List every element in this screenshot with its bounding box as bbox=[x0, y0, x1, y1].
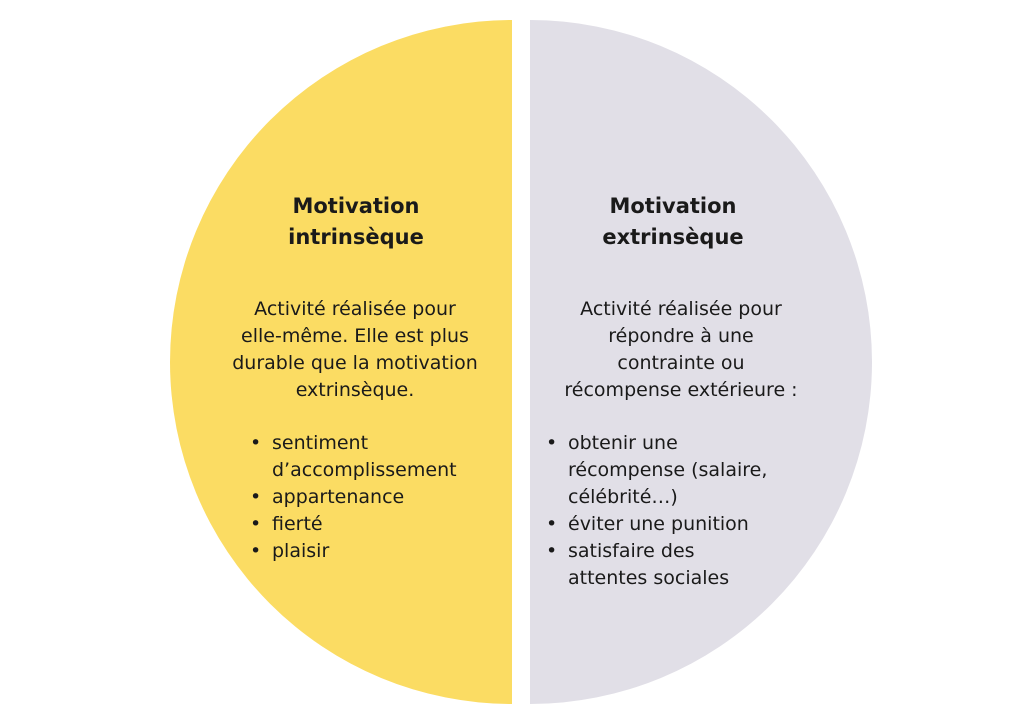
extrinsic-desc-line: Activité réalisée pour bbox=[580, 298, 782, 320]
extrinsic-desc-line: répondre à une bbox=[608, 325, 754, 347]
bullet-dot-icon: • bbox=[250, 486, 262, 508]
extrinsic-desc-line: récompense extérieure : bbox=[564, 379, 798, 401]
intrinsic-bullet-item: • sentiment d’accomplissement bbox=[248, 430, 510, 484]
extrinsic-bullet-line: récompense (salaire, bbox=[568, 459, 768, 481]
intrinsic-bullet-line: appartenance bbox=[272, 486, 405, 508]
bullet-dot-icon: • bbox=[250, 513, 262, 535]
extrinsic-bullet-line: satisfaire des bbox=[568, 540, 695, 562]
intrinsic-title-line-2: intrinsèque bbox=[288, 225, 424, 249]
extrinsic-title-line-1: Motivation bbox=[609, 194, 737, 218]
extrinsic-bullet-line: célébrité…) bbox=[568, 486, 678, 508]
extrinsic-bullet-line: attentes sociales bbox=[568, 567, 730, 589]
intrinsic-desc-line: durable que la motivation bbox=[232, 352, 478, 374]
extrinsic-bullet-item: • satisfaire des attentes sociales bbox=[544, 538, 824, 592]
intrinsic-bullet-line: sentiment bbox=[272, 432, 369, 454]
intrinsic-desc-line: Activité réalisée pour bbox=[254, 298, 456, 320]
intrinsic-bullet-item: • plaisir bbox=[248, 538, 510, 565]
intrinsic-description: Activité réalisée pour elle-même. Elle e… bbox=[200, 296, 510, 404]
extrinsic-description: Activité réalisée pour répondre à une co… bbox=[536, 296, 826, 404]
bullet-dot-icon: • bbox=[250, 540, 262, 562]
extrinsic-title: Motivation extrinsèque bbox=[563, 191, 783, 253]
bullet-dot-icon: • bbox=[250, 432, 262, 454]
extrinsic-bullet-list: • obtenir une récompense (salaire, céléb… bbox=[544, 430, 824, 592]
extrinsic-bullet-item: • éviter une punition bbox=[544, 511, 824, 538]
extrinsic-desc-line: contrainte ou bbox=[617, 352, 745, 374]
extrinsic-bullet-line: éviter une punition bbox=[568, 513, 749, 535]
bullet-dot-icon: • bbox=[546, 432, 558, 454]
intrinsic-bullet-line: d’accomplissement bbox=[272, 459, 457, 481]
extrinsic-bullet-item: • obtenir une récompense (salaire, céléb… bbox=[544, 430, 824, 511]
intrinsic-desc-line: elle-même. Elle est plus bbox=[241, 325, 469, 347]
extrinsic-bullet-line: obtenir une bbox=[568, 432, 678, 454]
extrinsic-title-line-2: extrinsèque bbox=[602, 225, 744, 249]
bullet-dot-icon: • bbox=[546, 540, 558, 562]
intrinsic-bullet-line: plaisir bbox=[272, 540, 330, 562]
intrinsic-desc-line: extrinsèque. bbox=[295, 379, 415, 401]
intrinsic-bullet-line: fierté bbox=[272, 513, 323, 535]
intrinsic-title-line-1: Motivation bbox=[292, 194, 420, 218]
intrinsic-bullet-item: • fierté bbox=[248, 511, 510, 538]
intrinsic-bullet-item: • appartenance bbox=[248, 484, 510, 511]
bullet-dot-icon: • bbox=[546, 513, 558, 535]
intrinsic-bullet-list: • sentiment d’accomplissement • apparten… bbox=[248, 430, 510, 565]
intrinsic-title: Motivation intrinsèque bbox=[246, 191, 466, 253]
